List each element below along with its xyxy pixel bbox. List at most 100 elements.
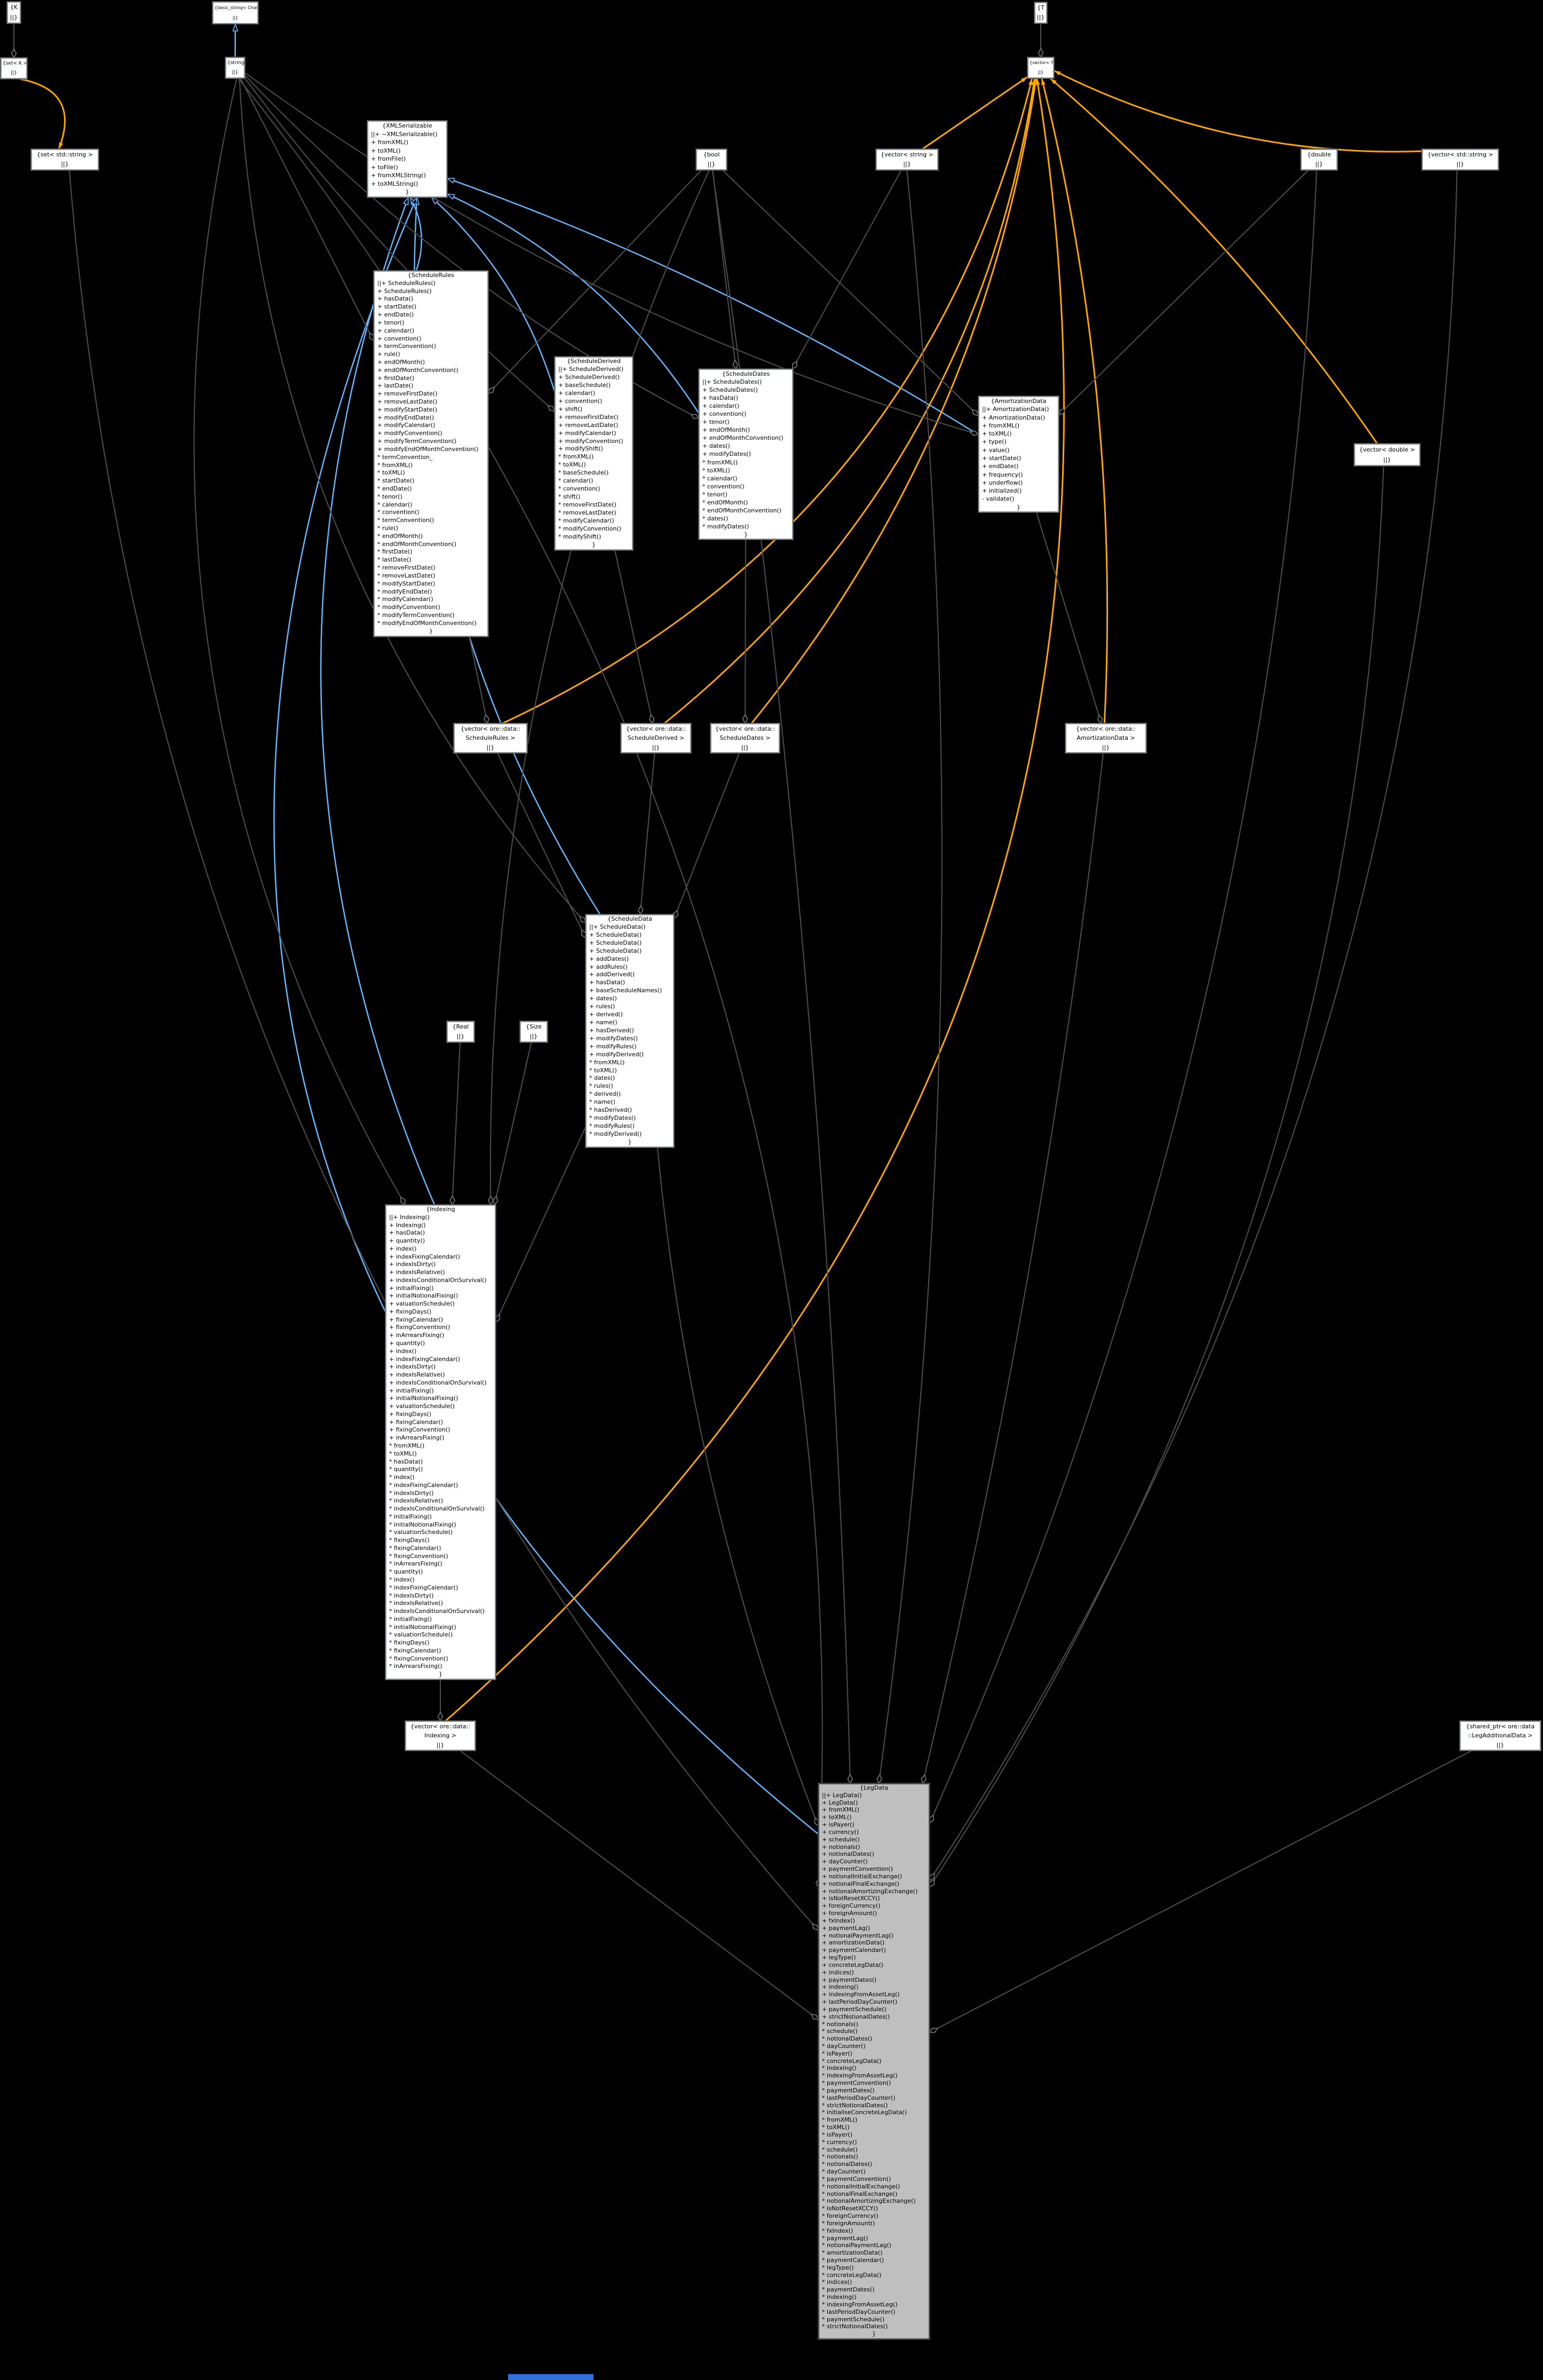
node-member: * indexIsDirty(): [389, 1489, 434, 1497]
class-node-vecAmortizationData[interactable]: {vector< ore::data::AmortizationData >||…: [1065, 723, 1146, 753]
node-member: * firstDate(): [377, 548, 413, 556]
class-node-vecIndexing[interactable]: {vector< ore::data::Indexing >||}: [405, 1721, 476, 1751]
edge-vecScheduleDates-scheduleData: [672, 753, 740, 920]
node-member: + firstDate(): [377, 374, 415, 382]
node-title: {vector< string >: [881, 151, 933, 158]
class-node-vecDouble[interactable]: {vector< double >||}: [1354, 444, 1420, 466]
node-member: ||}: [529, 1033, 538, 1040]
node-member: + notionalInitialExchange(): [822, 1872, 903, 1880]
node-title: {AmortizationData: [991, 398, 1047, 405]
node-member: + initialFixing(): [389, 1284, 434, 1292]
class-node-vectorT[interactable]: {vector< T >||}: [1027, 57, 1054, 78]
class-node-setStdString[interactable]: {set< std::string >||}: [31, 149, 99, 170]
node-member: * foreignAmount(): [822, 2219, 875, 2227]
class-node-k[interactable]: {K||}: [7, 2, 21, 23]
class-node-amortizationData[interactable]: {AmortizationData||+ AmortizationData()+…: [978, 396, 1059, 512]
node-title: {vector< ore::data::: [1076, 725, 1136, 732]
class-node-vecScheduleRules[interactable]: {vector< ore::data::ScheduleRules >||}: [454, 723, 527, 753]
node-member: ||}: [486, 744, 495, 751]
edge-amortizationData-vecAmortizationData: [1036, 512, 1103, 724]
node-member: + hasData(): [377, 295, 414, 303]
node-member: ||}: [1038, 70, 1044, 75]
edge-vecDouble-vectorT: [1049, 77, 1378, 444]
node-title: {string: [227, 60, 244, 66]
edge-amortizationData-xmlser: [446, 178, 979, 436]
edge-string-amortizationData: [244, 72, 979, 436]
class-node-vecScheduleDates[interactable]: {vector< ore::data::ScheduleDates >||}: [710, 723, 780, 753]
edge-setK-setStdString: [19, 78, 66, 149]
node-member: ||}: [1383, 456, 1391, 463]
edge-vecIndexing-legData: [460, 1750, 819, 2020]
node-member: * initialNotionalFixing(): [389, 1623, 456, 1631]
class-node-vecString[interactable]: {vector< string >||}: [876, 149, 938, 170]
node-title: {LegData: [860, 1784, 888, 1791]
node-member: * fromXML(): [822, 2116, 858, 2124]
node-member: + addDates(): [589, 955, 629, 962]
node-member: + inArrearsFixing(): [389, 1332, 445, 1339]
node-member: ||}: [11, 70, 17, 76]
node-member: + modifyStartDate(): [377, 406, 438, 413]
node-member: * fromXML(): [702, 458, 738, 466]
class-node-bool[interactable]: {bool||}: [696, 149, 727, 170]
node-member: + calendar(): [558, 389, 596, 397]
node-title: {set< K >: [3, 61, 26, 66]
node-member: * indexIsConditionalOnSurvival(): [389, 1608, 485, 1615]
node-title: {set< std::string >: [36, 151, 93, 158]
class-node-scheduleData[interactable]: {ScheduleData||+ ScheduleData()+ Schedul…: [585, 914, 674, 1148]
node-member: * rules(): [589, 1082, 613, 1090]
node-member: * toXML(): [822, 2124, 850, 2131]
class-node-scheduleDerived[interactable]: {ScheduleDerived||+ ScheduleDerived()+ S…: [555, 357, 633, 550]
node-member: }: [439, 1671, 442, 1678]
node-member: * concreteLegData(): [822, 2271, 882, 2279]
node-member: ||}: [1102, 744, 1110, 751]
class-node-sharedPtrLegAdd[interactable]: {shared_ptr< ore::data::LegAdditionalDat…: [1460, 1721, 1541, 1751]
node-member: + paymentCalendar(): [822, 1947, 886, 1954]
node-title: {XMLSerializable: [382, 122, 432, 129]
class-node-double[interactable]: {double||}: [1301, 149, 1338, 170]
edge-string-scheduleData: [239, 78, 587, 924]
node-member: ||}: [1036, 14, 1045, 21]
node-member: + fxIndex(): [822, 1917, 855, 1924]
node-title: {bool: [703, 151, 720, 158]
node-member: * convention(): [377, 509, 420, 516]
node-member: + frequency(): [982, 471, 1023, 478]
node-member: + schedule(): [822, 1836, 860, 1843]
edge-indexing-xmlser: [320, 196, 436, 1205]
node-member: * foreignCurrency(): [822, 2212, 879, 2220]
node-member: * isNotResetXCCY(): [822, 2205, 878, 2212]
node-member: * fixingCalendar(): [389, 1647, 441, 1654]
class-node-legData[interactable]: {LegData||+ LegData()+ LegData()+ fromXM…: [818, 1783, 930, 2339]
node-member: + quantity(): [389, 1340, 425, 1347]
class-node-scheduleDates[interactable]: {ScheduleDates||+ ScheduleDates()+ Sched…: [699, 369, 793, 540]
node-member: * convention(): [558, 485, 600, 493]
node-member: * indexIsRelative(): [389, 1600, 444, 1607]
node-member: * fixingDays(): [389, 1639, 430, 1647]
class-node-vecStdString[interactable]: {vector< std::string >||}: [1422, 149, 1499, 170]
class-node-real[interactable]: {Real||}: [447, 1021, 474, 1042]
node-member: + fromXML(): [982, 422, 1020, 429]
class-node-setK[interactable]: {set< K > ||}: [1, 58, 27, 79]
node-member: + derived(): [589, 1011, 623, 1018]
node-member: * fixingConvention(): [389, 1655, 448, 1662]
class-node-vecScheduleDerived[interactable]: {vector< ore::data::ScheduleDerived >||}: [621, 723, 691, 753]
node-member: + toXML(): [822, 1814, 852, 1821]
class-node-string[interactable]: {string||}: [225, 57, 245, 78]
class-node-indexing[interactable]: {Indexing||+ Indexing()+ Indexing()+ has…: [385, 1205, 496, 1680]
node-member: * initialFixing(): [389, 1615, 432, 1623]
node-member: + endOfMonthConvention(): [702, 434, 784, 442]
edge-legData-xmlser: [273, 196, 819, 1835]
node-member: * fixingDays(): [389, 1537, 430, 1544]
node-member: + index(): [389, 1347, 417, 1355]
class-node-basicString[interactable]: {basic_string< Char >||}: [212, 2, 258, 24]
node-member: * removeLastDate(): [377, 572, 436, 579]
class-node-xmlser[interactable]: {XMLSerializable||+ ~XMLSerializable()+ …: [367, 121, 447, 197]
class-node-scheduleRules[interactable]: {ScheduleRules||+ ScheduleRules()+ Sched…: [374, 271, 488, 637]
class-node-size[interactable]: {Size||}: [520, 1021, 548, 1042]
node-member: + hasData(): [389, 1229, 425, 1237]
node-member: + modifyEndDate(): [377, 414, 434, 421]
node-member: * strictNotionalDates(): [822, 2101, 888, 2109]
node-member: + amortizationData(): [822, 1939, 885, 1947]
node-member: * indexing(): [822, 2294, 857, 2301]
node-member: * fromXML(): [589, 1058, 625, 1066]
class-node-t[interactable]: {T||}: [1034, 2, 1047, 23]
